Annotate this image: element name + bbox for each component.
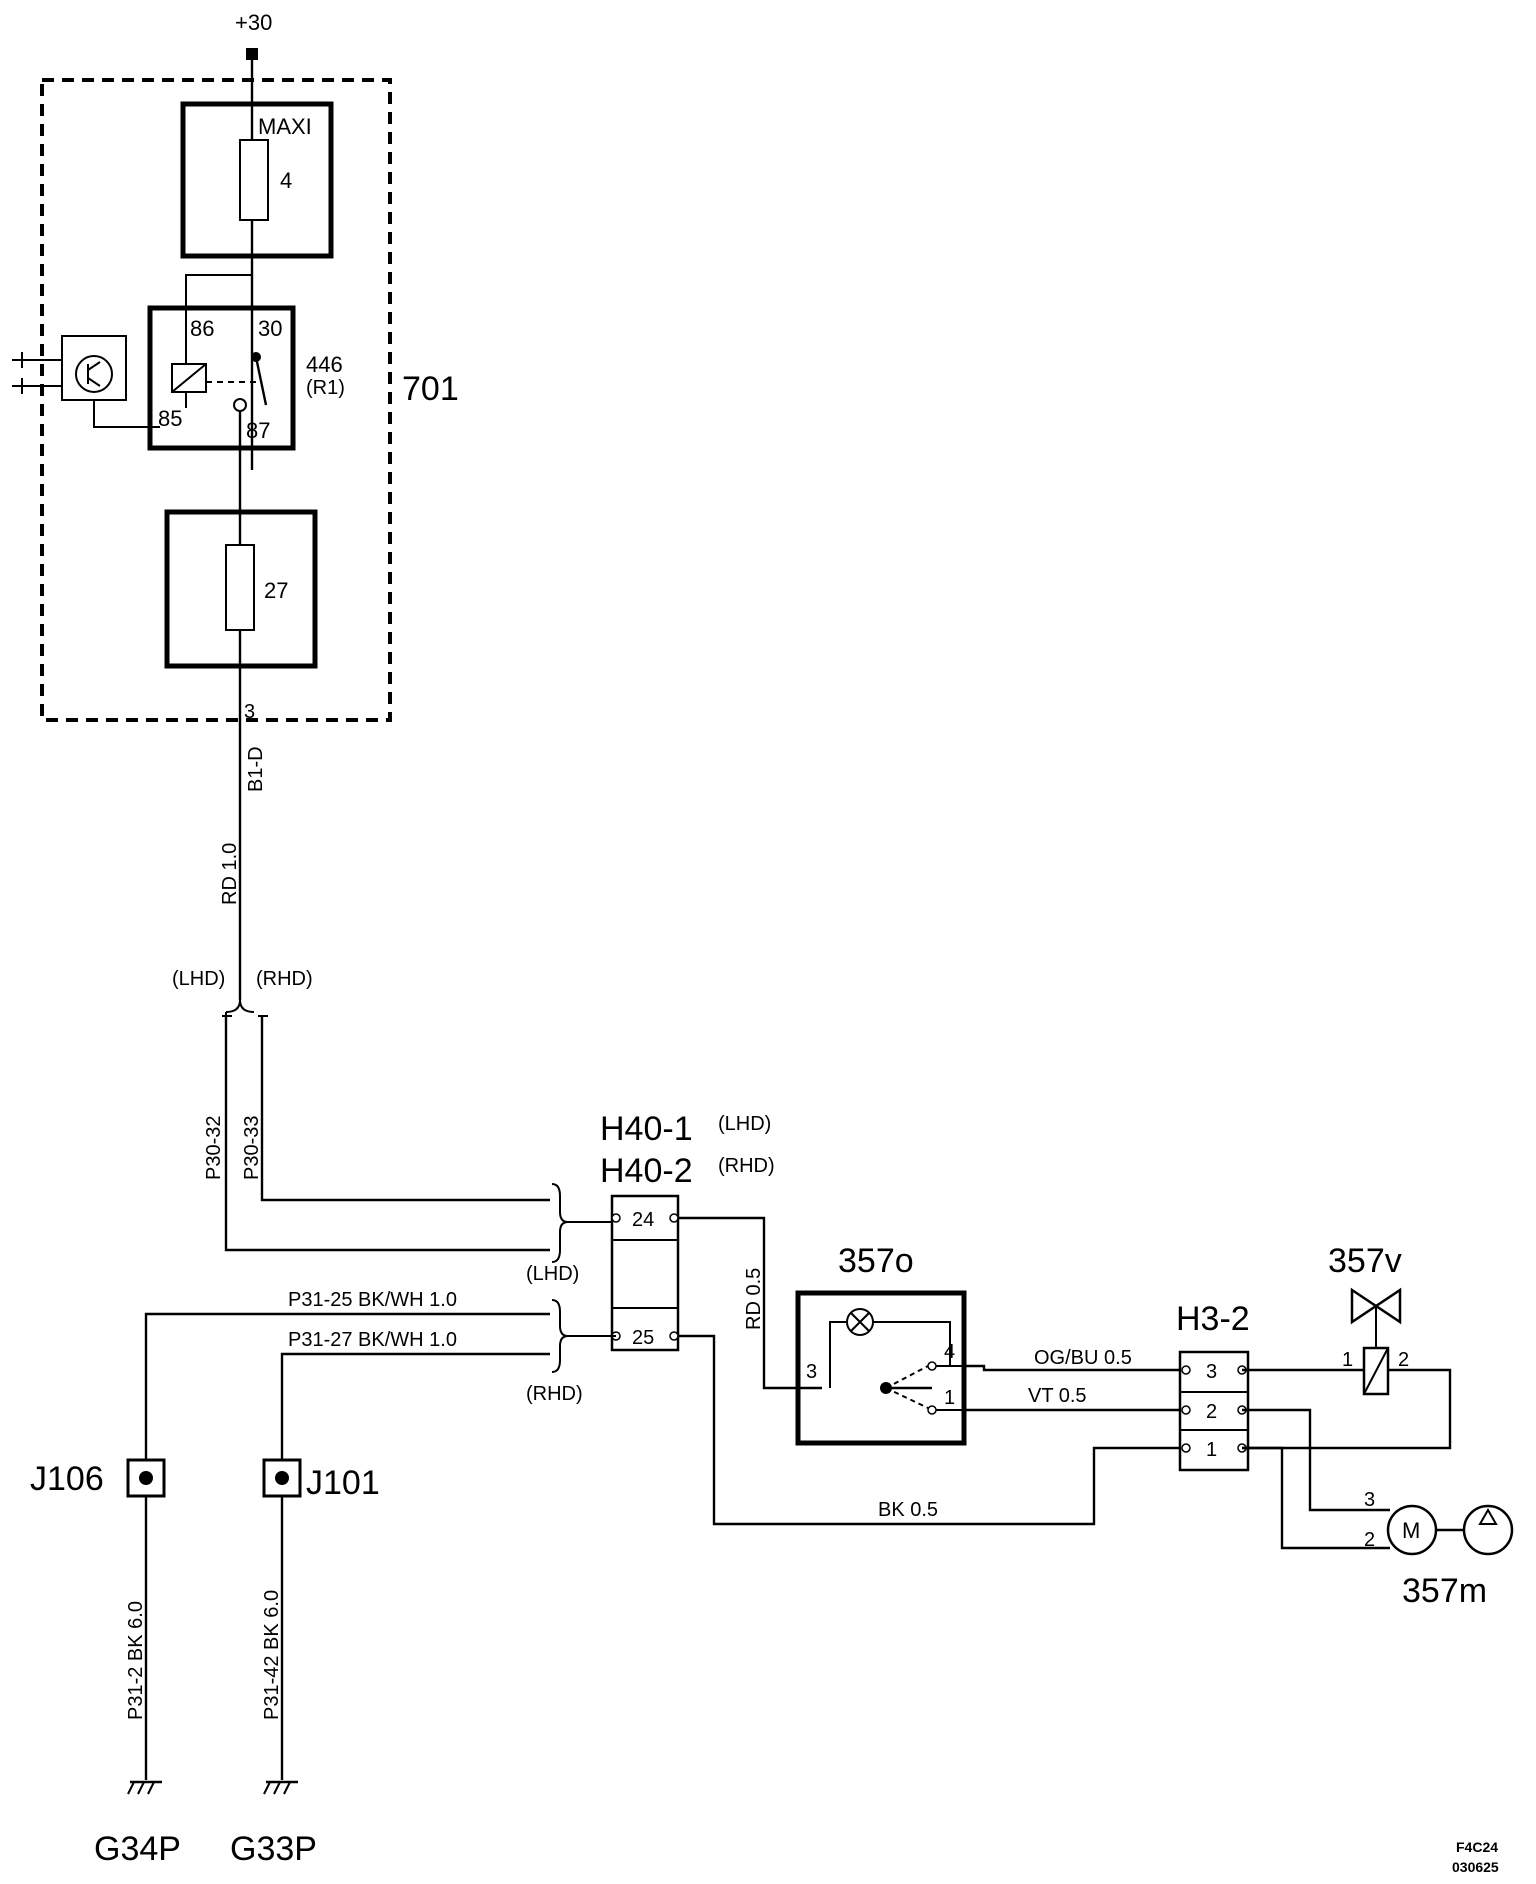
motor-357m-label: 357m	[1402, 1572, 1487, 1610]
h40-pin-25: 25	[632, 1327, 654, 1349]
b1d-label: B1-D	[245, 746, 267, 792]
h3-pin-2: 2	[1206, 1401, 1217, 1423]
fuse-27-label: 27	[264, 578, 288, 603]
switch-357o-label: 357o	[838, 1242, 914, 1280]
ref-code-1: F4C24	[1456, 1839, 1498, 1855]
motor-pin-3: 3	[1364, 1489, 1375, 1511]
split-brace	[225, 999, 255, 1013]
brace-lower-label: (RHD)	[526, 1383, 583, 1405]
valve-357v-label: 357v	[1328, 1242, 1402, 1280]
switch-357o-box	[795, 1290, 967, 1446]
h3-2-connector	[1178, 1350, 1250, 1472]
valve-pin-1: 1	[1342, 1349, 1353, 1371]
h40-2-label: H40-2	[600, 1152, 693, 1190]
og-bu-label: OG/BU 0.5	[1034, 1347, 1132, 1369]
bk-0-5-label: BK 0.5	[878, 1499, 938, 1521]
j101-label: J101	[306, 1464, 380, 1502]
p31-2-label: P31-2 BK 6.0	[125, 1601, 147, 1720]
rd-0-5-label: RD 0.5	[743, 1268, 765, 1330]
h3-pin-3: 3	[1206, 1361, 1217, 1383]
motor-pin-2: 2	[1364, 1529, 1375, 1551]
transistor-icon	[75, 355, 113, 393]
module-701-label: 701	[402, 370, 459, 408]
g33p-label: G33P	[230, 1830, 317, 1868]
valve-pin-2: 2	[1398, 1349, 1409, 1371]
brace-upper-label: (LHD)	[526, 1263, 579, 1285]
p31-25-label: P31-25 BK/WH 1.0	[288, 1289, 457, 1311]
motor-m-label: M	[1402, 1518, 1420, 1543]
p31-27-label: P31-27 BK/WH 1.0	[288, 1329, 457, 1351]
ground-g33p-icon	[263, 1780, 298, 1795]
fuse-27-symbol	[225, 544, 255, 631]
rhd-split-label: (RHD)	[256, 968, 313, 990]
h3-pin-1: 1	[1206, 1439, 1217, 1461]
fuse-4-label: 4	[280, 168, 292, 193]
p30-32-label: P30-32	[203, 1116, 225, 1181]
fuse-4-symbol	[239, 139, 269, 221]
switch-pin-1: 1	[944, 1387, 955, 1409]
p30-33-label: P30-33	[241, 1116, 263, 1181]
module-701-outline	[40, 78, 392, 722]
h40-pin-24: 24	[632, 1209, 654, 1231]
h40-1-variant: (LHD)	[718, 1113, 771, 1135]
wire-rd-1-0: RD 1.0	[219, 843, 241, 905]
ground-g34p-icon	[127, 1780, 162, 1795]
g34p-label: G34P	[94, 1830, 181, 1868]
relay-pin-86: 86	[190, 316, 214, 341]
brace-upper	[551, 1183, 569, 1263]
lhd-split-label: (LHD)	[172, 968, 225, 990]
h40-2-variant: (RHD)	[718, 1155, 775, 1177]
pin-3-label: 3	[244, 701, 255, 723]
relay-pin-87: 87	[246, 418, 270, 443]
relay-sub: (R1)	[306, 377, 345, 399]
pump-icon	[1462, 1504, 1514, 1556]
maxi-fuse-box	[180, 101, 334, 259]
vt-label: VT 0.5	[1028, 1385, 1087, 1407]
switch-pin-3: 3	[806, 1361, 817, 1383]
relay-pin-30: 30	[258, 316, 282, 341]
relay-id: 446	[306, 352, 343, 377]
fuse-27-box	[164, 509, 318, 669]
relay-446-box	[147, 305, 296, 451]
supply-terminal	[246, 48, 258, 60]
relay-pin-85: 85	[158, 406, 182, 431]
ref-code-2: 030625	[1452, 1859, 1499, 1875]
h3-2-label: H3-2	[1176, 1300, 1250, 1338]
p31-42-label: P31-42 BK 6.0	[261, 1590, 283, 1720]
relay-contact-87	[233, 398, 247, 412]
j106-label: J106	[30, 1460, 104, 1498]
h40-1-label: H40-1	[600, 1110, 693, 1148]
h40-connector	[610, 1194, 680, 1352]
maxi-label: MAXI	[258, 114, 312, 139]
ignition-sense-box	[61, 335, 127, 401]
brace-lower	[551, 1299, 569, 1373]
supply-label: +30	[235, 10, 272, 35]
